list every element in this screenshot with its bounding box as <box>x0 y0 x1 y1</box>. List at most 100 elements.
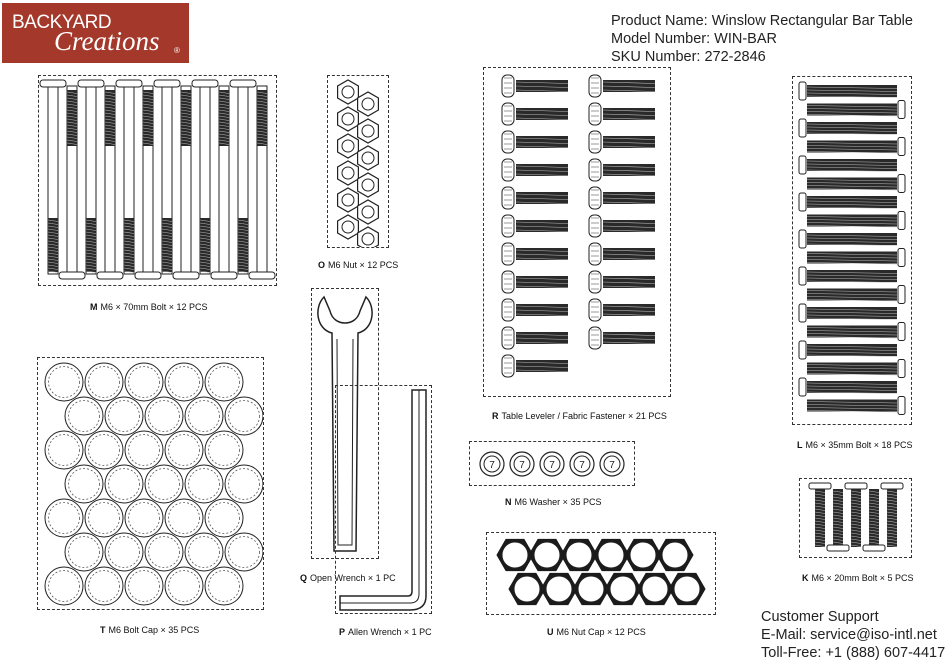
table-leveler-icon <box>501 102 569 126</box>
table-leveler-icon <box>501 326 569 350</box>
bolt-cap-icon <box>164 566 204 606</box>
bolt-70mm-icon <box>134 85 162 280</box>
bolt-cap-icon <box>64 464 104 504</box>
part-r-letter: R <box>492 411 499 421</box>
part-k-illustration <box>808 482 904 552</box>
nut-cap-icon <box>496 538 534 572</box>
part-t-letter: T <box>100 625 106 635</box>
part-q-box <box>311 288 379 559</box>
hex-nut-icon <box>337 187 359 213</box>
washer-icon: 7 <box>539 451 565 477</box>
part-r-desc: Table Leveler / Fabric Fastener × 21 PCS <box>501 411 667 421</box>
nut-cap-icon <box>604 572 642 606</box>
hex-nut-icon <box>337 106 359 132</box>
washer-marking: 7 <box>519 460 525 471</box>
part-q-letter: Q <box>300 573 308 583</box>
bolt-cap-icon <box>124 566 164 606</box>
table-leveler-icon <box>588 74 656 98</box>
table-leveler-icon <box>501 354 569 378</box>
part-k-box <box>799 478 912 558</box>
support-title: Customer Support <box>761 609 879 625</box>
bolt-cap-icon <box>184 396 224 436</box>
bolt-cap-icon <box>124 430 164 470</box>
nut-cap-icon <box>592 538 630 572</box>
hex-nut-icon <box>357 199 380 225</box>
bolt-70mm-icon <box>39 79 67 275</box>
bolt-35mm-icon <box>798 266 898 286</box>
bolt-35mm-icon <box>806 248 906 267</box>
part-u-desc: M6 Nut Cap × 12 PCS <box>556 627 646 637</box>
part-t-desc: M6 Bolt Cap × 35 PCS <box>108 625 200 635</box>
bolt-cap-icon <box>164 498 204 538</box>
part-p-desc: Allen Wrench × 1 PC <box>348 627 432 637</box>
part-l-box <box>792 76 912 425</box>
part-m-box <box>38 75 277 286</box>
hex-nut-icon <box>337 79 359 105</box>
table-leveler-icon <box>588 102 656 126</box>
table-leveler-icon <box>501 214 569 238</box>
bolt-cap-icon <box>84 498 124 538</box>
bolt-70mm-icon <box>96 85 124 280</box>
bolt-20mm-icon <box>826 489 850 552</box>
bolt-cap-icon <box>104 396 144 436</box>
bolt-35mm-icon <box>806 285 906 304</box>
bolt-35mm-icon <box>806 174 906 193</box>
table-leveler-icon <box>588 186 656 210</box>
table-leveler-icon <box>588 158 656 182</box>
table-leveler-icon <box>588 298 656 322</box>
part-m-desc: M6 × 70mm Bolt × 12 PCS <box>100 302 208 312</box>
bolt-cap-icon <box>224 396 263 436</box>
open-wrench-icon <box>317 295 373 552</box>
bolt-20mm-icon <box>844 482 868 547</box>
bolt-70mm-icon <box>191 79 219 275</box>
part-k-letter: K <box>802 573 809 583</box>
table-leveler-icon <box>501 298 569 322</box>
bolt-cap-icon <box>164 430 204 470</box>
nut-cap-icon <box>656 538 694 572</box>
table-leveler-icon <box>501 270 569 294</box>
bolt-cap-icon <box>124 362 164 402</box>
brand-registered-mark: ® <box>174 46 180 55</box>
bolt-cap-icon <box>84 566 124 606</box>
bolt-cap-icon <box>164 362 204 402</box>
table-leveler-icon <box>588 214 656 238</box>
nut-cap-icon <box>540 572 578 606</box>
hex-nut-icon <box>337 160 359 186</box>
bolt-70mm-icon <box>58 85 86 280</box>
part-u-box <box>486 532 716 615</box>
nut-cap-icon <box>624 538 662 572</box>
bolt-cap-icon <box>104 464 144 504</box>
washer-marking: 7 <box>489 460 495 471</box>
support-email[interactable]: E-Mail: service@iso-intl.net <box>761 627 937 643</box>
part-r-box <box>483 67 671 397</box>
bolt-cap-icon <box>204 566 244 606</box>
washer-marking: 7 <box>579 460 585 471</box>
part-k-desc: M6 × 20mm Bolt × 5 PCS <box>811 573 914 583</box>
part-n-desc: M6 Washer × 35 PCS <box>514 497 602 507</box>
nut-cap-icon <box>668 572 706 606</box>
nut-cap-icon <box>636 572 674 606</box>
part-u-letter: U <box>547 627 554 637</box>
part-q-desc: Open Wrench × 1 PC <box>310 573 396 583</box>
part-p-box <box>335 385 432 614</box>
bolt-cap-icon <box>44 362 84 402</box>
bolt-70mm-icon <box>77 79 105 275</box>
bolt-35mm-icon <box>806 396 906 415</box>
table-leveler-icon <box>588 270 656 294</box>
brand-line2: Creations <box>54 26 160 56</box>
bolt-cap-icon <box>184 532 224 572</box>
bolt-35mm-icon <box>798 118 898 138</box>
part-l-letter: L <box>797 440 803 450</box>
bolt-cap-icon <box>124 498 164 538</box>
part-r-illustration <box>501 74 656 378</box>
bolt-35mm-icon <box>798 192 898 212</box>
table-leveler-icon <box>501 186 569 210</box>
bolt-35mm-icon <box>806 322 906 341</box>
part-l-desc: M6 × 35mm Bolt × 18 PCS <box>805 440 913 450</box>
support-phone[interactable]: Toll-Free: +1 (888) 607-4417 <box>761 645 946 661</box>
bolt-cap-icon <box>204 498 244 538</box>
bolt-cap-icon <box>44 430 84 470</box>
